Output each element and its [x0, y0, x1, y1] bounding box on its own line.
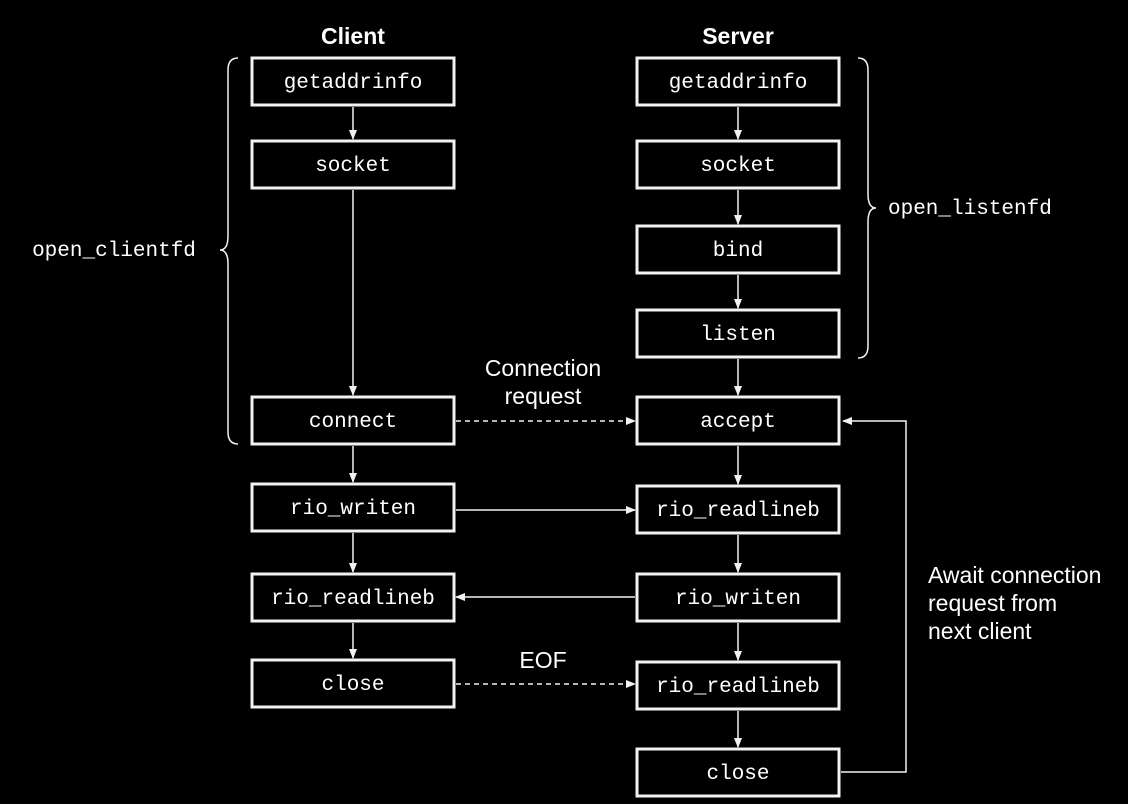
server-close-label: close	[706, 763, 769, 786]
server-socket-label: socket	[700, 155, 776, 178]
open-listenfd-label: open_listenfd	[888, 198, 1052, 221]
client-connect-box: connect	[250, 395, 456, 446]
await-label-line1: Await connection	[928, 562, 1101, 588]
server-bind-box: bind	[635, 224, 841, 275]
client-rio-readlineb-box: rio_readlineb	[250, 572, 456, 623]
client-rio-writen-label: rio_writen	[290, 498, 416, 521]
server-listen-label: listen	[700, 324, 776, 347]
server-listen-box: listen	[635, 308, 841, 359]
client-header: Client	[321, 23, 385, 49]
server-rio-readlineb-box-1: rio_readlineb	[635, 484, 841, 535]
server-close-box: close	[635, 747, 841, 798]
eof-label: EOF	[519, 647, 566, 673]
open-clientfd-brace	[219, 57, 239, 445]
connection-request-label-line2: request	[505, 383, 582, 409]
server-getaddrinfo-label: getaddrinfo	[669, 72, 808, 95]
client-socket-box: socket	[250, 139, 456, 190]
client-getaddrinfo-label: getaddrinfo	[284, 72, 423, 95]
client-getaddrinfo-box: getaddrinfo	[250, 56, 456, 107]
server-rio-readlineb-box-2: rio_readlineb	[635, 660, 841, 711]
client-connect-label: connect	[309, 411, 397, 434]
client-socket-label: socket	[315, 155, 391, 178]
server-rio-writen-box: rio_writen	[635, 572, 841, 623]
open-clientfd-label: open_clientfd	[32, 240, 196, 263]
server-accept-label: accept	[700, 411, 776, 434]
connection-request-label-line1: Connection	[485, 355, 601, 381]
server-getaddrinfo-box: getaddrinfo	[635, 56, 841, 107]
open-listenfd-brace	[857, 57, 877, 359]
client-rio-writen-box: rio_writen	[250, 482, 456, 533]
server-rio-readlineb-label-1: rio_readlineb	[656, 500, 820, 523]
arrow-loop-close-to-accept	[841, 417, 907, 773]
server-rio-writen-label: rio_writen	[675, 588, 801, 611]
server-bind-label: bind	[713, 240, 763, 263]
client-close-label: close	[321, 674, 384, 697]
server-rio-readlineb-label-2: rio_readlineb	[656, 676, 820, 699]
await-label-line2: request from	[928, 590, 1057, 616]
client-close-box: close	[250, 658, 456, 709]
server-header: Server	[702, 23, 774, 49]
client-rio-readlineb-label: rio_readlineb	[271, 588, 435, 611]
server-socket-box: socket	[635, 139, 841, 190]
server-accept-box: accept	[635, 395, 841, 446]
await-label-line3: next client	[928, 618, 1032, 644]
